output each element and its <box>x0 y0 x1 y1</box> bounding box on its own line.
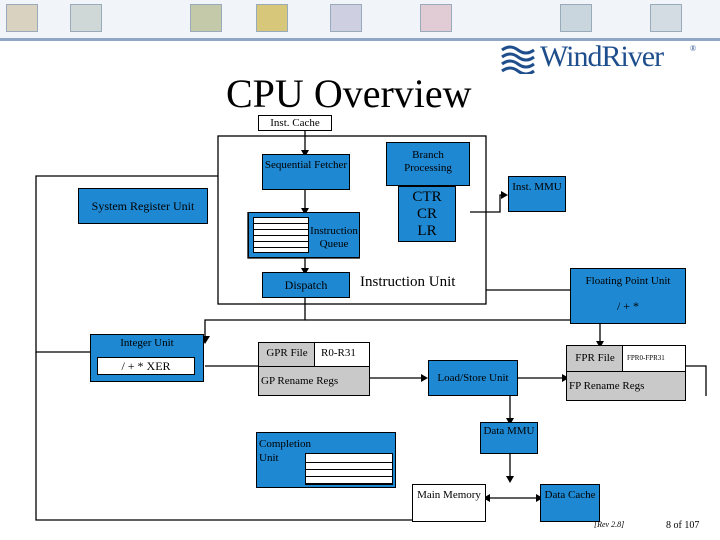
queue-slot <box>254 230 308 236</box>
thumbnail-image <box>330 4 362 32</box>
thumbnail-image <box>650 4 682 32</box>
branch-processing-box: Branch Processing <box>386 142 470 186</box>
inst-cache-box: Inst. Cache <box>258 115 332 131</box>
fpr-range-label: FPR0-FPR31 <box>627 354 665 362</box>
sequential-fetcher-box: Sequential Fetcher <box>262 154 350 190</box>
gpr-range-cell <box>315 343 369 367</box>
lr-register: LR <box>417 223 437 239</box>
fpr-file-label: FPR File <box>575 352 615 364</box>
floating-point-unit-box: Floating Point Unit / + * <box>570 268 686 324</box>
completion-unit-label: Completion Unit <box>259 438 311 464</box>
cr-register: CR <box>416 206 437 222</box>
logo-text: WindRiver <box>540 40 664 73</box>
revision-label: [Rev 2.8] <box>594 520 625 529</box>
thumbnail-image <box>70 4 102 32</box>
gpr-file-label: GPR File <box>266 347 308 359</box>
integer-unit-label: Integer Unit <box>120 337 174 349</box>
integer-unit-box: Integer Unit / + * XER <box>90 334 204 382</box>
instruction-unit-label: Instruction Unit <box>360 274 456 290</box>
data-cache-box: Data Cache <box>540 484 600 522</box>
gpr-range-label: R0-R31 <box>321 347 356 359</box>
logo-waves-icon <box>501 45 535 74</box>
completion-unit-box: Completion Unit <box>256 432 396 488</box>
main-memory-box: Main Memory <box>412 484 486 522</box>
inst-mmu-box: Inst. MMU <box>508 176 566 212</box>
instruction-queue-box: Instruction Queue <box>248 212 360 258</box>
thumbnail-image <box>560 4 592 32</box>
queue-slot <box>254 218 308 224</box>
gpr-block: GPR File R0-R31 GP Rename Regs <box>258 342 370 396</box>
thumbnail-image <box>6 4 38 32</box>
completion-slots <box>305 453 393 485</box>
data-mmu-box: Data MMU <box>480 422 538 454</box>
windriver-logo: WindRiver ® <box>500 40 700 76</box>
fpr-file-cell <box>567 346 623 372</box>
queue-slot <box>254 224 308 230</box>
fp-rename-regs-label: FP Rename Regs <box>569 380 645 392</box>
thumbnail-image <box>190 4 222 32</box>
fpu-ops: / + * <box>616 299 640 313</box>
completion-slot <box>306 454 392 463</box>
fpr-range-cell <box>623 346 685 372</box>
ctr-register: CTR <box>412 189 442 205</box>
logo-registered: ® <box>690 44 697 53</box>
queue-slot <box>254 242 308 248</box>
top-banner <box>0 0 720 38</box>
dispatch-box: Dispatch <box>262 272 350 298</box>
integer-ops: / + * XER <box>97 357 195 375</box>
fpr-block: FPR File FPR0-FPR31 FP Rename Regs <box>566 345 686 401</box>
load-store-unit-box: Load/Store Unit <box>428 360 518 396</box>
queue-slots <box>253 217 309 253</box>
banner-stripe <box>0 38 720 41</box>
queue-slot <box>254 236 308 242</box>
ctr-cr-lr-box: CTR CR LR <box>398 186 456 242</box>
fpu-label: Floating Point Unit <box>585 275 671 287</box>
gp-rename-regs-label: GP Rename Regs <box>261 375 339 387</box>
page-number: 8 of 107 <box>666 520 700 531</box>
completion-slot <box>306 468 392 477</box>
thumbnail-image <box>256 4 288 32</box>
gpr-file-cell <box>259 343 315 367</box>
thumbnail-image <box>420 4 452 32</box>
instruction-queue-label: Instruction Queue <box>310 225 358 250</box>
page-title: CPU Overview <box>226 71 472 116</box>
completion-slot <box>306 475 392 484</box>
system-register-unit-box: System Register Unit <box>78 188 208 224</box>
completion-slot <box>306 461 392 470</box>
